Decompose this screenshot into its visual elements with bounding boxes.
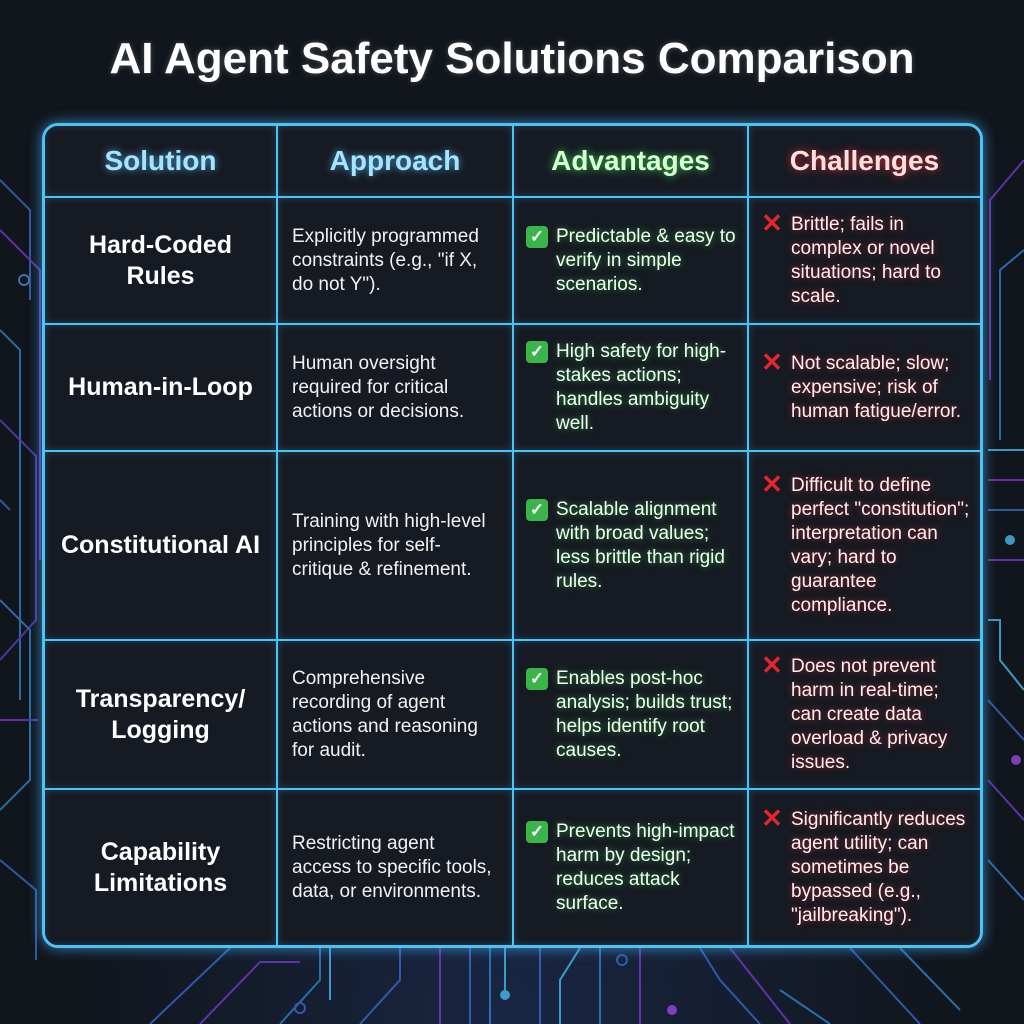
challenges-cell: ✕ Not scalable; slow; expensive; risk of… <box>749 325 980 452</box>
check-icon: ✓ <box>526 498 548 521</box>
cross-icon: ✕ <box>761 649 783 680</box>
solution-cell: Transparency/ Logging <box>45 641 278 790</box>
cross-icon: ✕ <box>761 207 783 238</box>
challenges-text: Significantly reduces agent utility; can… <box>791 808 966 926</box>
advantages-text: Prevents high-impact harm by design; red… <box>556 820 735 914</box>
check-icon: ✓ <box>526 340 548 363</box>
check-icon: ✓ <box>526 225 548 248</box>
approach-cell: Training with high-level principles for … <box>278 452 514 641</box>
approach-cell: Restricting agent access to specific too… <box>278 790 514 945</box>
approach-cell: Comprehensive recording of agent actions… <box>278 641 514 790</box>
comparison-table: Solution Approach Advantages Challenges … <box>42 123 983 948</box>
advantages-text: Predictable & easy to verify in simple s… <box>556 225 736 295</box>
cross-icon: ✕ <box>761 468 783 499</box>
solution-cell: Hard-Coded Rules <box>45 198 278 325</box>
advantages-cell: ✓ Enables post-hoc analysis; builds trus… <box>514 641 749 790</box>
advantages-cell: ✓ Scalable alignment with broad values; … <box>514 452 749 641</box>
cross-icon: ✕ <box>761 802 783 833</box>
check-icon: ✓ <box>526 820 548 843</box>
solution-cell: Human-in-Loop <box>45 325 278 452</box>
header-challenges: Challenges <box>749 126 980 198</box>
solution-cell: Capability Limitations <box>45 790 278 945</box>
cross-icon: ✕ <box>761 346 783 377</box>
advantages-cell: ✓ Prevents high-impact harm by design; r… <box>514 790 749 945</box>
approach-cell: Explicitly programmed constraints (e.g.,… <box>278 198 514 325</box>
check-icon: ✓ <box>526 667 548 690</box>
advantages-cell: ✓ Predictable & easy to verify in simple… <box>514 198 749 325</box>
page-title: AI Agent Safety Solutions Comparison <box>109 34 915 83</box>
advantages-text: High safety for high-stakes actions; han… <box>556 340 727 434</box>
challenges-cell: ✕ Brittle; fails in complex or novel sit… <box>749 198 980 325</box>
challenges-cell: ✕ Does not prevent harm in real-time; ca… <box>749 641 980 790</box>
approach-cell: Human oversight required for critical ac… <box>278 325 514 452</box>
challenges-cell: ✕ Significantly reduces agent utility; c… <box>749 790 980 945</box>
header-approach: Approach <box>278 126 514 198</box>
advantages-text: Enables post-hoc analysis; builds trust;… <box>556 667 733 761</box>
challenges-text: Not scalable; slow; expensive; risk of h… <box>791 352 962 422</box>
solution-cell: Constitutional AI <box>45 452 278 641</box>
advantages-cell: ✓ High safety for high-stakes actions; h… <box>514 325 749 452</box>
challenges-text: Does not prevent harm in real-time; can … <box>791 655 948 773</box>
advantages-text: Scalable alignment with broad values; le… <box>556 498 725 592</box>
challenges-text: Difficult to define perfect "constitutio… <box>791 474 970 616</box>
header-advantages: Advantages <box>514 126 749 198</box>
header-solution: Solution <box>45 126 278 198</box>
challenges-text: Brittle; fails in complex or novel situa… <box>791 213 941 307</box>
challenges-cell: ✕ Difficult to define perfect "constitut… <box>749 452 980 641</box>
